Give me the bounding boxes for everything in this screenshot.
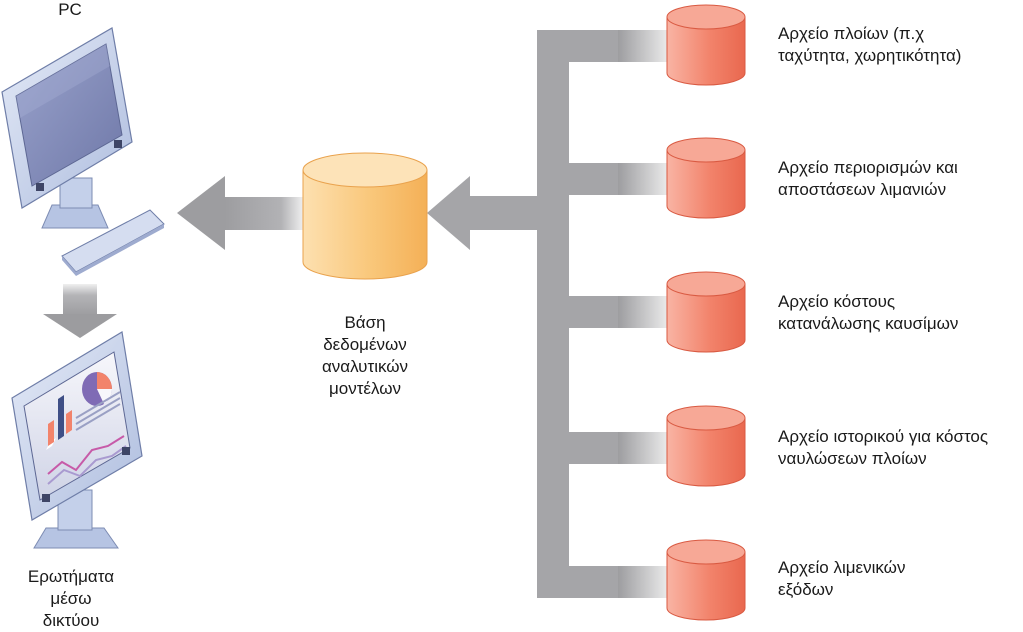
- network-queries-label: Ερωτήματα μέσω δικτύου: [27, 567, 115, 630]
- bus-branch-5: [552, 566, 620, 598]
- data-bus: [537, 30, 670, 598]
- source-label-5: Αρχείο λιμενικών εξόδων: [778, 558, 906, 599]
- arrow-bus-to-database-icon: [427, 176, 540, 250]
- source-database-5-icon: [666, 539, 746, 621]
- source-label-1: Αρχείο πλοίων (π.χ ταχύτητα, χωρητικότητ…: [778, 24, 962, 65]
- bus-branch-3: [552, 296, 620, 328]
- bus-branch-4: [552, 432, 620, 464]
- desktop-computer-icon: [1, 27, 165, 276]
- source-label-4: Αρχείο ιστορικού για κόστος ναυλώσεων πλ…: [778, 427, 989, 468]
- bus-branch-1: [552, 30, 620, 62]
- source-database-4-icon: [666, 405, 746, 487]
- central-database-label: Βάση δεδομένων αναλυτικών μοντέλων: [321, 313, 409, 398]
- analytics-monitor-icon: [11, 331, 143, 549]
- source-database-2-icon: [666, 137, 746, 219]
- bus-branch-2: [552, 163, 620, 195]
- source-label-2: Αρχείο περιορισμών και αποστάσεων λιμανι…: [778, 158, 958, 199]
- pc-label: PC: [58, 0, 82, 19]
- source-label-3: Αρχείο κόστους κατανάλωσης καυσίμων: [778, 292, 959, 333]
- source-database-3-icon: [666, 271, 746, 353]
- arrow-database-to-pc-icon: [177, 176, 305, 250]
- arrow-down-icon: [43, 284, 117, 338]
- central-database-icon: [302, 152, 428, 280]
- source-database-1-icon: [666, 4, 746, 86]
